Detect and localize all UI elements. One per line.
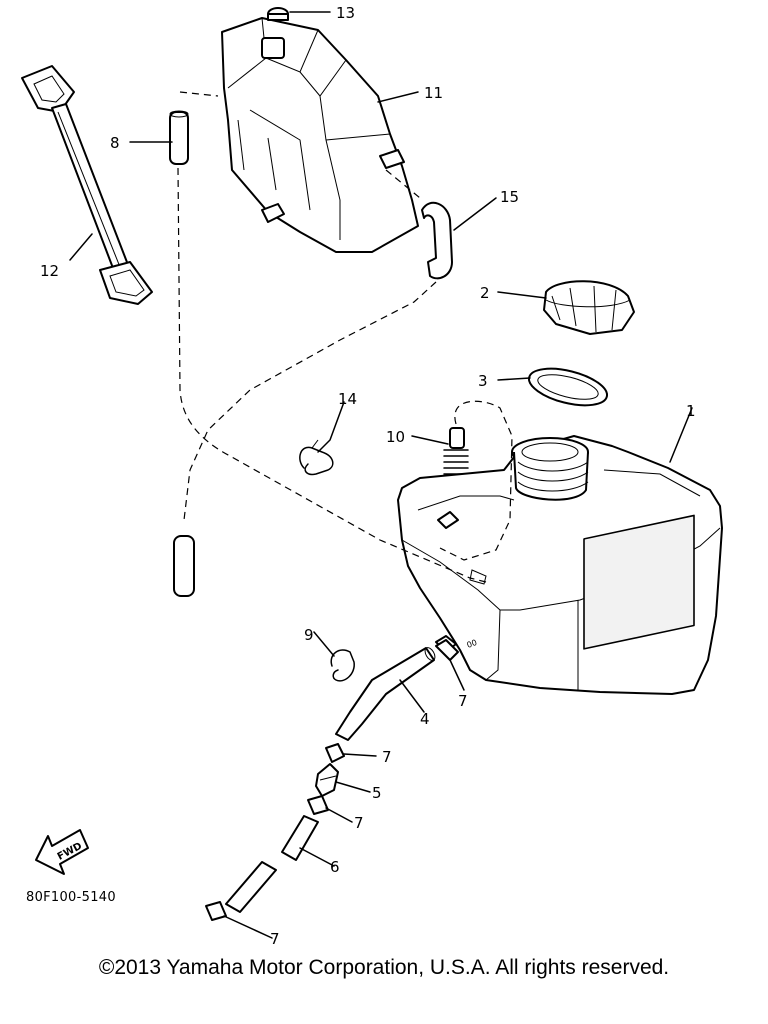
part-filler-cap (543, 280, 635, 335)
callout-4: 4 (420, 710, 430, 728)
callout-3: 3 (478, 372, 488, 390)
callout-11: 11 (424, 84, 443, 102)
callout-7d: 7 (270, 930, 280, 948)
parts-diagram: 00 FWD (21, 4, 723, 948)
fwd-arrow-icon: FWD (35, 829, 89, 875)
callout-10: 10 (386, 428, 405, 446)
svg-text:00: 00 (466, 638, 479, 650)
part-fuel-tank: 00 (397, 435, 723, 695)
part-hose-lower (173, 535, 195, 597)
copyright-notice: ©2013 Yamaha Motor Corporation, U.S.A. A… (98, 956, 670, 979)
diagram-code: 80F100-5140 (26, 890, 116, 905)
callout-5: 5 (372, 784, 382, 802)
part-fuel-hose-upper (335, 647, 436, 741)
callout-12: 12 (40, 262, 59, 280)
callout-6: 6 (330, 858, 340, 876)
callout-7a: 7 (458, 692, 468, 710)
callout-1: 1 (686, 402, 696, 420)
callout-14: 14 (338, 390, 357, 408)
part-reservoir-tank (221, 17, 419, 253)
part-reservoir-cap (267, 7, 289, 21)
part-clamps (205, 639, 459, 921)
part-fuel-hose-lower (225, 815, 319, 913)
part-clip-lower (330, 649, 355, 682)
callout-numbers: 13 11 8 15 12 2 3 14 10 1 9 7 4 7 5 7 6 … (40, 4, 696, 948)
part-strap (21, 65, 153, 305)
part-fuel-joint (315, 763, 339, 797)
callout-9: 9 (304, 626, 314, 644)
part-gasket (527, 367, 609, 407)
part-hose-curved (421, 201, 453, 280)
breather-line (177, 91, 513, 585)
part-clip-upper (299, 439, 334, 476)
callout-7c: 7 (354, 814, 364, 832)
callout-15: 15 (500, 188, 519, 206)
leader-lines (69, 11, 693, 939)
callout-13: 13 (336, 4, 355, 22)
callout-2: 2 (480, 284, 490, 302)
part-hose-upper (169, 110, 189, 165)
callout-8: 8 (110, 134, 120, 152)
callout-7b: 7 (382, 748, 392, 766)
